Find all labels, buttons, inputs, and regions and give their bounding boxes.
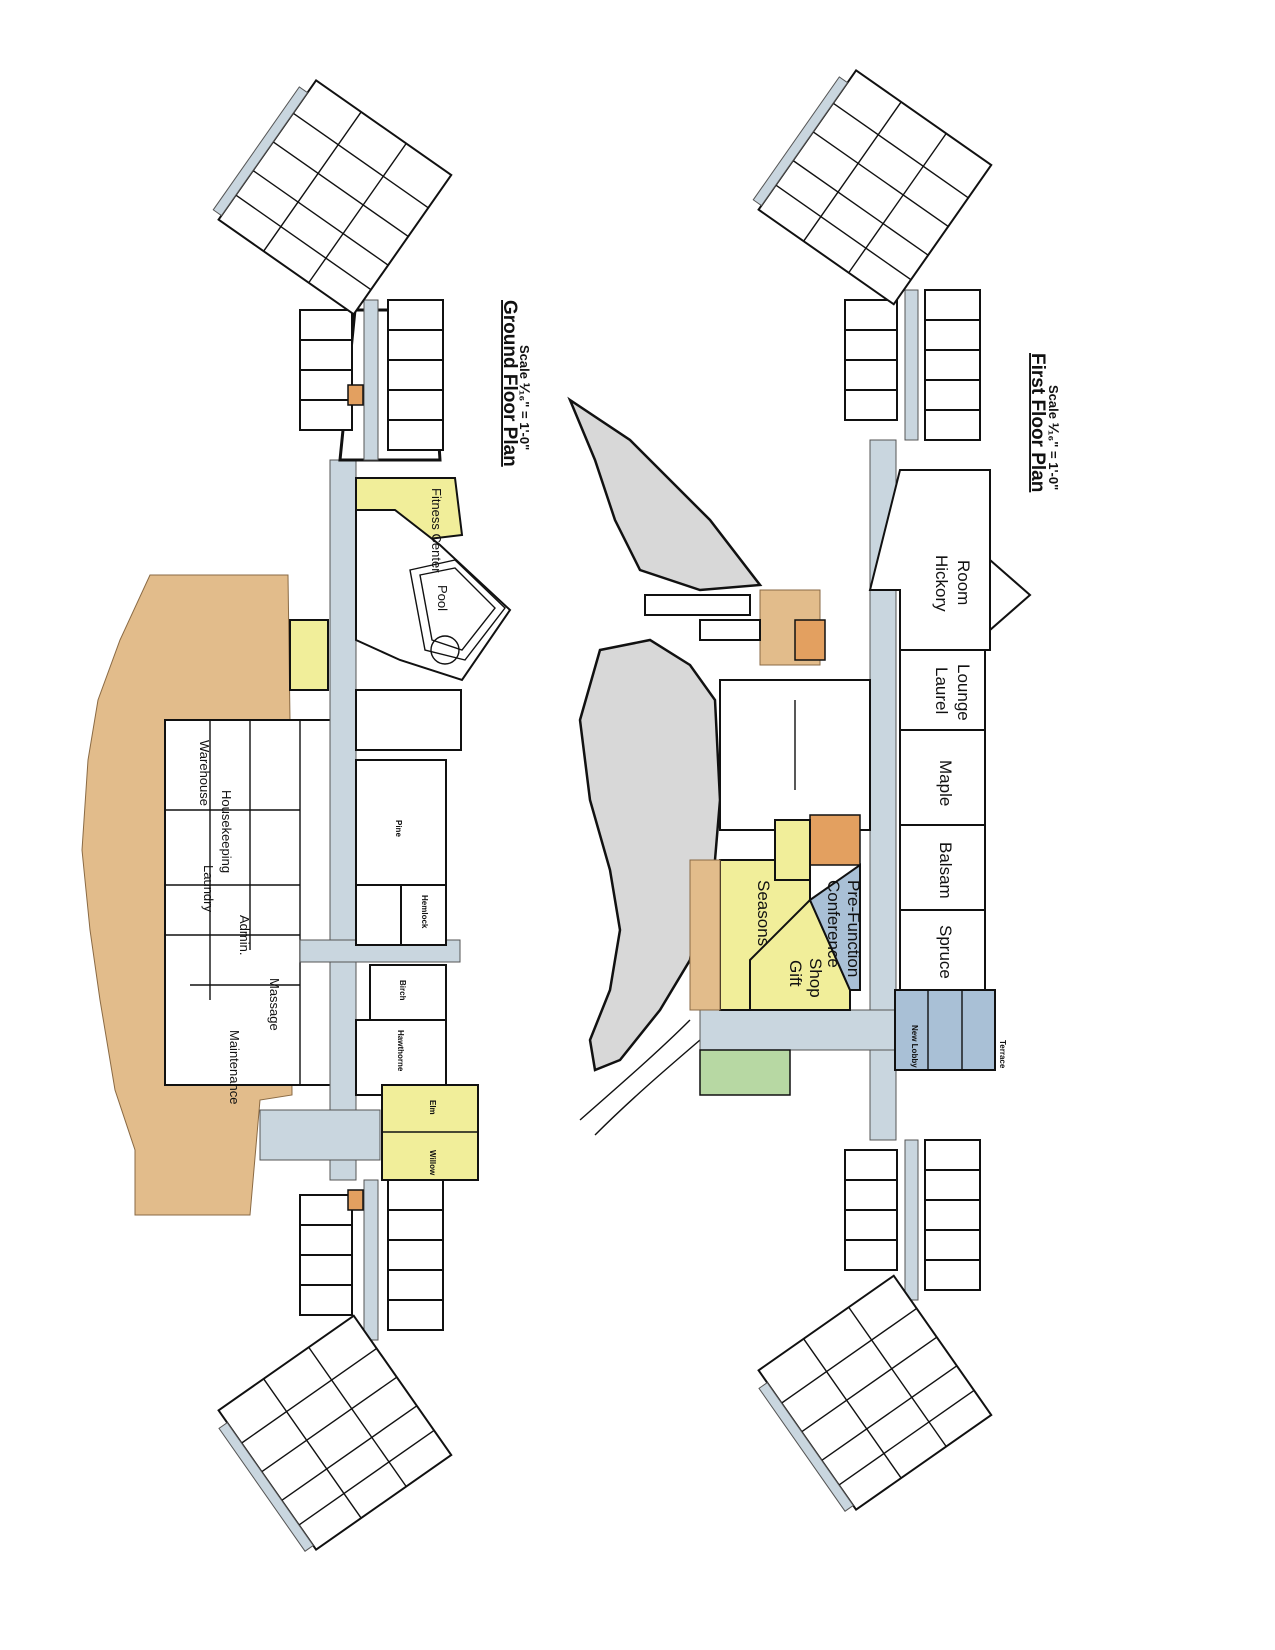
label-elm: Elm — [428, 1100, 437, 1115]
first-south-rooms — [844, 1139, 981, 1291]
first-green-offices — [699, 1049, 791, 1096]
label-seasons: Seasons — [754, 880, 773, 946]
first-floor-title: First Floor Plan — [1027, 353, 1048, 492]
label-spruce: Spruce — [936, 925, 955, 979]
first-north-rooms — [844, 289, 981, 441]
ground-floor-title: Ground Floor Plan — [499, 300, 520, 467]
label-warehouse: Warehouse — [197, 740, 212, 806]
ground-main-corridor — [329, 459, 357, 1181]
label-shop: Shop — [806, 958, 825, 998]
label-laundry: Laundry — [201, 865, 216, 912]
label-lounge: Lounge — [954, 664, 973, 721]
label-hickory: Hickory — [932, 555, 951, 612]
label-conference: Conference — [824, 880, 843, 968]
ground-room-pine — [355, 759, 447, 886]
label-laurel: Laurel — [932, 667, 951, 714]
ground-north-diagonal-wing — [212, 78, 453, 316]
label-terrace: Terrace — [998, 1040, 1007, 1069]
first-new-lobby — [894, 989, 996, 1071]
label-maple: Maple — [936, 760, 955, 806]
first-balsam — [899, 824, 986, 911]
first-conference-prefunction — [808, 863, 861, 991]
label-admin: Admin. — [237, 915, 252, 955]
ground-floor-scale: Scale ⅟₁₆" = 1'-0" — [517, 345, 532, 450]
label-balsam: Balsam — [936, 842, 955, 899]
label-hemlock: Hemlock — [420, 895, 429, 929]
label-hickory-room: Hickory — [932, 555, 951, 612]
label-birch: Birch — [398, 980, 407, 1001]
label-new-lobby: New Lobby — [910, 1025, 919, 1068]
label-gift: Gift — [786, 960, 805, 987]
ground-north-rooms — [299, 299, 444, 451]
label-pool: Pool — [435, 585, 450, 611]
first-floor-scale: Scale ⅟₁₆" = 1'-0" — [1046, 385, 1061, 490]
first-landscape-north — [567, 396, 763, 592]
label-maintenance: Maintenance — [227, 1030, 242, 1104]
first-maple — [899, 729, 986, 826]
first-north-diagonal-wing — [752, 68, 993, 306]
ground-small-yellow — [289, 619, 329, 691]
ground-room-hemlock — [400, 884, 447, 946]
label-massage: Massage — [267, 978, 282, 1031]
ground-room-birch — [369, 964, 447, 1021]
first-floor-plan: Hickory Room Laurel Lounge Maple Balsam … — [567, 68, 1061, 1512]
first-landscape-south — [578, 638, 722, 1072]
ground-south-rooms — [299, 1179, 444, 1331]
label-housekeeping: Housekeeping — [219, 790, 234, 873]
label-hawthorne: Hawthorne — [396, 1030, 405, 1072]
ground-room-hawthorne — [355, 1019, 447, 1096]
first-gift-shop — [749, 898, 851, 1011]
label-pine: Pine — [394, 820, 403, 837]
ground-floor-plan: Fitness Center Pool Warehouse Housekeepi… — [81, 78, 532, 1552]
label-willow: Willow — [428, 1150, 437, 1176]
label-hickory-room-2: Room — [954, 560, 973, 605]
ground-service-block — [164, 719, 341, 1086]
ground-south-diagonal-wing — [217, 1314, 453, 1552]
label-prefunction: Pre-Function — [844, 880, 863, 977]
first-south-diagonal-wing — [757, 1274, 993, 1512]
label-fitness-center: Fitness Center — [429, 488, 444, 573]
